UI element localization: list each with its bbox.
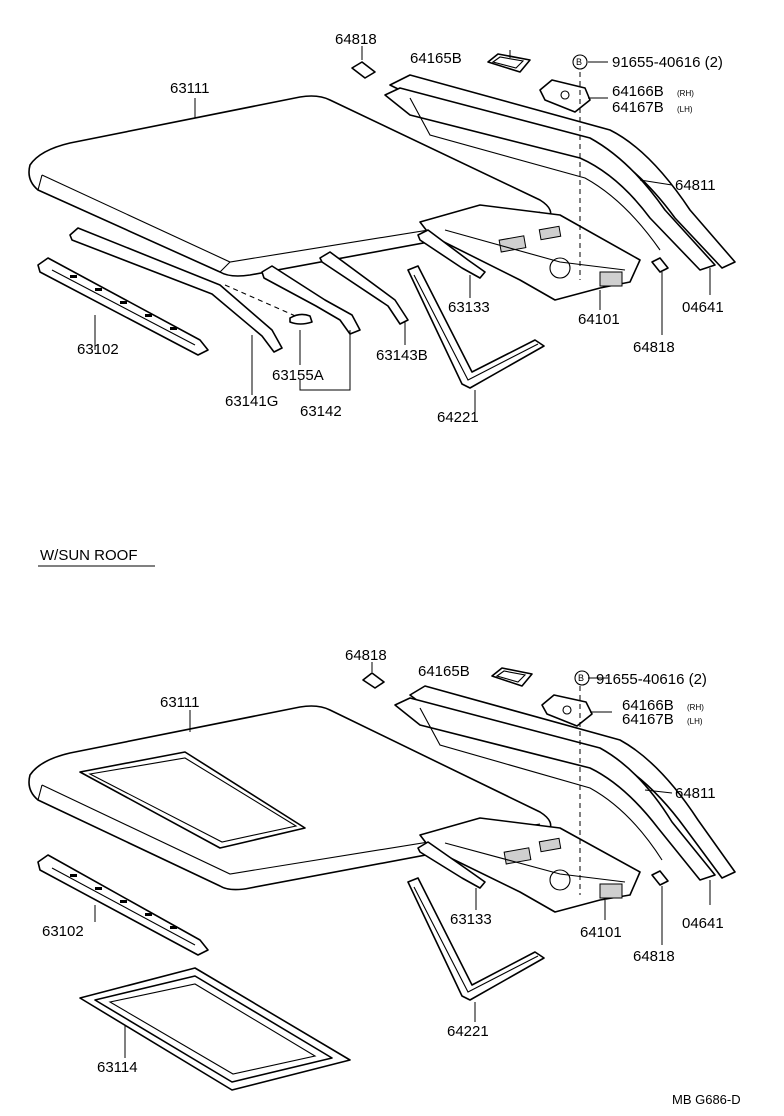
sunroof-label-front-header: 63102: [42, 923, 84, 940]
bottom-assembly: 64818 64165B B 91655-40616 (2) 63111 641…: [28, 647, 736, 1091]
rear-bow-drawing: [319, 251, 409, 325]
sunroof-back-door-panel-drawing: [394, 685, 736, 881]
sunroof-label-hinge-rh: 64166B: [622, 697, 674, 714]
sunroof-label-retainer: 04641: [682, 915, 724, 932]
reinforcement-drawing: [261, 265, 361, 335]
label-hinge-lh: 64167B: [612, 99, 664, 116]
sunroof-clip-upper-drawing: [362, 672, 385, 689]
label-pad: 63155A: [272, 367, 324, 384]
label-clip-lower: 64818: [633, 339, 675, 356]
clip-lower-drawing: [651, 257, 669, 273]
section-heading: W/SUN ROOF: [40, 547, 138, 564]
sunroof-label-bolt: 91655-40616 (2): [596, 671, 707, 688]
sunroof-hinge-drawing: [541, 694, 593, 727]
label-roof-bow: 63133: [448, 299, 490, 316]
sunroof-weatherstrip-drawing: [407, 877, 545, 1001]
label-back-panel: 64101: [578, 311, 620, 328]
label-weatherstrip: 64221: [437, 409, 479, 426]
sunroof-back-panel-drawing: [419, 817, 641, 913]
hinge-drawing: [539, 79, 591, 113]
sunroof-label-roof-bow: 63133: [450, 911, 492, 928]
clip-upper-drawing: [351, 61, 376, 79]
label-hinge-rh: 64166B: [612, 83, 664, 100]
sunroof-label-clip-lower: 64818: [633, 948, 675, 965]
side-rail-drawing: [69, 227, 283, 353]
sunroof-label-hinge-lh-side: (LH): [687, 717, 703, 726]
label-rear-bow: 63143B: [376, 347, 428, 364]
back-panel-drawing: [419, 204, 641, 301]
sunroof-label-back-panel: 64101: [580, 924, 622, 941]
sunroof-bracket-upper-drawing: [491, 667, 533, 687]
weatherstrip-drawing: [407, 265, 545, 389]
label-side-rail: 63141G: [225, 393, 278, 410]
label-front-header: 63102: [77, 341, 119, 358]
diagram-code: MB G686-D: [672, 1092, 741, 1107]
back-door-panel-drawing: [384, 74, 736, 271]
bracket-upper-drawing: [487, 53, 531, 73]
sunroof-label-frame: 63114: [97, 1059, 138, 1076]
label-retainer: 04641: [682, 299, 724, 316]
sunroof-roof-bow-drawing: [417, 841, 486, 889]
label-reinforcement: 63142: [300, 403, 342, 420]
sunroof-label-bracket-upper: 64165B: [418, 663, 470, 680]
sunroof-front-header-drawing: [37, 854, 209, 956]
label-back-door-panel: 64811: [675, 177, 716, 194]
roof-bow-drawing: [417, 229, 486, 279]
sunroof-label-hinge-lh: 64167B: [622, 711, 674, 728]
label-bolt-mark: B: [576, 57, 582, 67]
sunroof-label-hinge-rh-side: (RH): [687, 703, 704, 712]
top-assembly: 63111 64818 64165B B 91655-40616 (2) 641…: [28, 31, 736, 426]
sunroof-frame-drawing: [79, 967, 351, 1091]
label-bolt: 91655-40616 (2): [612, 54, 723, 71]
sunroof-label-clip-upper: 64818: [345, 647, 387, 664]
label-clip-upper: 64818: [335, 31, 377, 48]
sunroof-label-roof-panel: 63111: [160, 694, 200, 711]
label-hinge-rh-side: (RH): [677, 89, 694, 98]
sunroof-label-back-door-panel: 64811: [675, 785, 716, 802]
front-header-drawing: [37, 257, 209, 356]
sunroof-label-weatherstrip: 64221: [447, 1023, 489, 1040]
label-hinge-lh-side: (LH): [677, 105, 693, 114]
label-bracket-upper: 64165B: [410, 50, 462, 67]
label-roof-panel: 63111: [170, 80, 210, 97]
sunroof-label-bolt-mark: B: [578, 673, 584, 683]
sunroof-clip-lower-drawing: [651, 870, 669, 886]
pad-drawing: [289, 313, 313, 325]
